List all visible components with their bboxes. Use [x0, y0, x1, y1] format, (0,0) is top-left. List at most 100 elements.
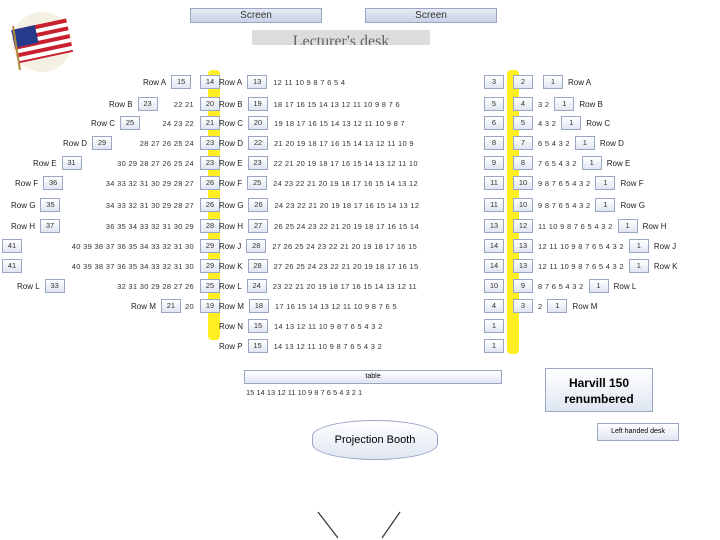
seat-numbers: 12 11 10 9 8 7 6 5 4 [273, 77, 346, 87]
row-label: Row A [143, 77, 167, 87]
row-label: Row G [11, 200, 36, 210]
seat-numbers: 14 13 12 11 10 9 8 7 6 5 4 3 2 [273, 341, 383, 351]
seat-numbers: 11 10 9 8 7 6 5 4 3 2 [538, 221, 613, 231]
row-label: Row F [15, 178, 39, 188]
seat-last-box: 1 [628, 259, 649, 273]
seat-last-box: 3 [484, 75, 504, 89]
row-label: Row H [642, 221, 667, 231]
seat-first-box: 8 [513, 156, 533, 170]
seat-aisle-box: 23 [200, 136, 220, 150]
seat-last-box: 1 [554, 97, 575, 111]
seat-first-box: 10 [513, 176, 533, 190]
seat-numbers: 17 16 15 14 13 12 11 10 9 8 7 6 5 [274, 301, 397, 311]
row-label: Row B [219, 99, 243, 109]
seat-numbers: 27 26 25 24 23 22 21 20 19 18 17 16 15 [272, 241, 418, 251]
seat-end-box: 25 [120, 116, 141, 130]
left-handed-desk-legend: Left handed desk [597, 423, 679, 441]
row-label: Row F [219, 178, 243, 188]
seat-last-box: 1 [595, 176, 616, 190]
seat-numbers: 23 22 21 20 19 18 17 16 15 14 13 12 11 [272, 281, 417, 291]
seat-last-box: 13 [484, 219, 504, 233]
screen-right: Screen [365, 8, 497, 23]
seat-end-box: 36 [43, 176, 64, 190]
row-label: Row D [219, 138, 244, 148]
seat-first-box: 2 [513, 75, 533, 89]
seat-aisle-box: 25 [200, 279, 220, 293]
seat-end-box: 21 [160, 299, 181, 313]
projection-booth: Projection Booth [312, 420, 438, 460]
seat-last-box: 1 [574, 136, 595, 150]
seat-end-box: 31 [61, 156, 82, 170]
seat-numbers: 40 39 38 37 36 35 34 33 32 31 30 [71, 241, 194, 251]
seat-numbers: 3 2 [538, 99, 550, 109]
row-label: Row N [219, 321, 244, 331]
seat-numbers: 40 39 38 37 36 35 34 33 32 31 30 [71, 261, 194, 271]
seat-last-box: 10 [484, 279, 504, 293]
seat-first-box: 23 [247, 156, 268, 170]
seat-last-box: 1 [484, 319, 504, 333]
seat-numbers: 22 21 [173, 99, 194, 109]
seat-first-box: 13 [513, 259, 533, 273]
seat-end-box: 41 [2, 259, 22, 273]
seat-numbers: 2 [538, 301, 543, 311]
row-label: Row A [219, 77, 243, 87]
row-label: Row L [219, 281, 242, 291]
seat-first-box: 28 [247, 259, 268, 273]
seat-last-box: 1 [484, 339, 504, 353]
seat-first-box: 3 [513, 299, 533, 313]
seat-end-box: 37 [40, 219, 61, 233]
seat-numbers: 22 21 20 19 18 17 16 15 14 13 12 11 10 [273, 158, 418, 168]
seat-last-box: 1 [595, 198, 616, 212]
seat-last-box: 14 [484, 239, 504, 253]
row-label: Row D [63, 138, 88, 148]
seat-first-box: 7 [513, 136, 533, 150]
seat-numbers: 26 25 24 23 22 21 20 19 18 17 16 15 14 [274, 221, 419, 231]
seat-first-box: 10 [513, 198, 533, 212]
seat-first-box: 15 [248, 319, 269, 333]
seat-first-box: 15 [247, 339, 268, 353]
seat-numbers: 24 23 22 [162, 118, 194, 128]
seat-first-box: 18 [248, 299, 269, 313]
row-label: Row M [219, 301, 244, 311]
seat-end-box: 15 [171, 75, 192, 89]
row-label: Row E [33, 158, 57, 168]
seat-aisle-box: 23 [200, 156, 220, 170]
seat-last-box: 4 [484, 299, 504, 313]
seat-end-box: 29 [92, 136, 113, 150]
seat-numbers: 20 [185, 301, 194, 311]
seat-last-box: 5 [484, 97, 504, 111]
seat-last-box: 1 [628, 239, 649, 253]
seat-first-box: 13 [513, 239, 533, 253]
seat-numbers: 27 26 25 24 23 22 21 20 19 18 17 16 15 [273, 261, 419, 271]
seat-aisle-box: 26 [200, 176, 220, 190]
american-flag-icon [11, 12, 74, 72]
seat-last-box: 1 [581, 156, 602, 170]
seat-end-box: 23 [137, 97, 158, 111]
seat-numbers: 9 8 7 6 5 4 3 2 [538, 200, 591, 210]
row-label: Row A [568, 77, 592, 87]
row-label: Row C [91, 118, 116, 128]
seat-last-box: 9 [484, 156, 504, 170]
center-row: Row L 24 23 22 21 20 19 18 17 16 15 14 13 … [216, 278, 506, 294]
seat-first-box: 9 [513, 279, 533, 293]
seat-end-box: 33 [44, 279, 65, 293]
seat-first-box: 26 [248, 198, 269, 212]
seat-first-box: 24 [246, 279, 267, 293]
